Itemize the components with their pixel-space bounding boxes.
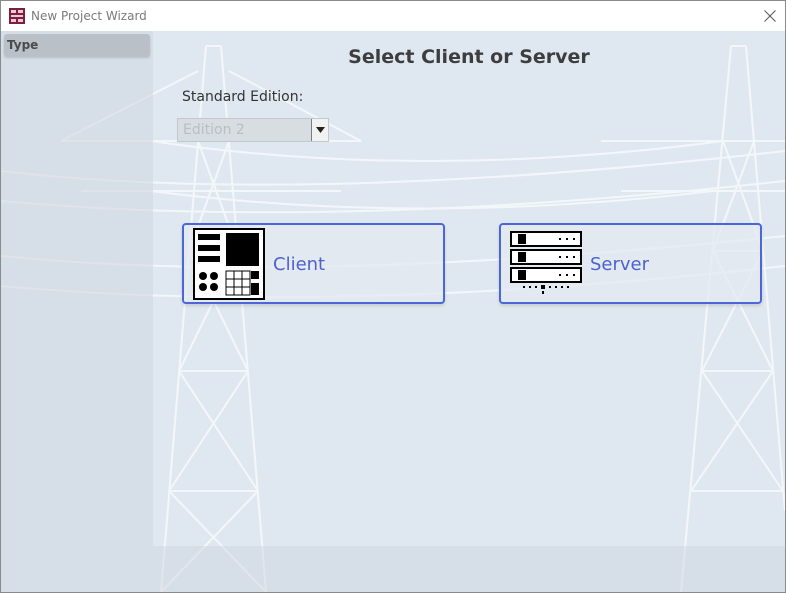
app-icon — [9, 8, 25, 24]
wizard-footer — [153, 546, 785, 592]
page-title: Select Client or Server — [348, 46, 590, 68]
server-option-button[interactable]: Server — [499, 223, 762, 304]
edition-select[interactable]: Edition 2 — [177, 118, 329, 142]
client-option-button[interactable]: Client — [182, 223, 445, 304]
sidebar-item-label: Type — [7, 38, 39, 52]
sidebar-item-type[interactable]: Type — [4, 34, 150, 56]
wizard-sidebar: Type — [1, 31, 153, 592]
server-option-label: Server — [590, 254, 650, 275]
edition-label: Standard Edition: — [182, 89, 304, 105]
client-option-label: Client — [273, 254, 326, 275]
close-icon — [764, 10, 776, 22]
dropdown-arrow-button[interactable] — [311, 119, 328, 141]
title-bar: New Project Wizard — [1, 1, 785, 31]
chevron-down-icon — [315, 127, 325, 133]
close-button[interactable] — [755, 1, 785, 31]
window-title: New Project Wizard — [31, 9, 147, 23]
edition-select-value: Edition 2 — [183, 122, 245, 138]
wizard-content: Type Select Client or Server Standard Ed… — [1, 31, 785, 592]
client-layout-icon — [193, 228, 265, 300]
server-rack-icon — [510, 231, 582, 294]
